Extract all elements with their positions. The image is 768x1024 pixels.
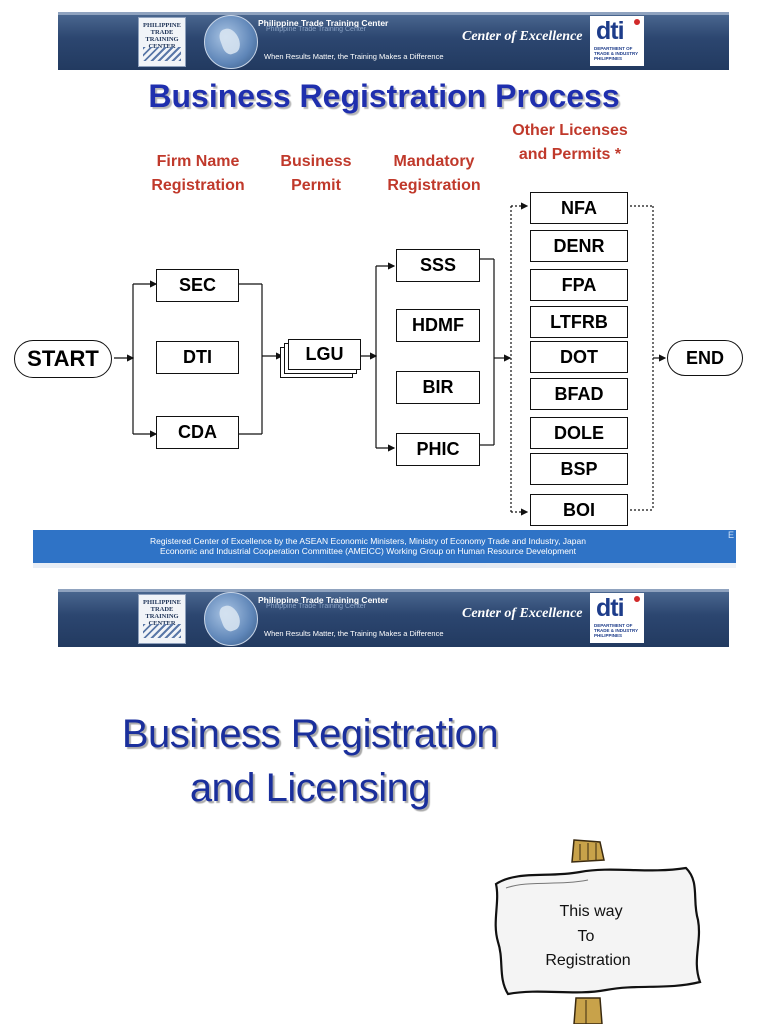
end-node: END — [667, 340, 743, 376]
dti-logo-2: dti DEPARTMENT OF TRADE & INDUSTRY PHILI… — [590, 593, 644, 643]
footer-ghost: E — [727, 530, 734, 540]
header-banner-top: PHILIPPINE TRADE TRAINING CENTER Philipp… — [58, 12, 729, 70]
org-name-ghost: Philippine Trade Training Center — [266, 26, 367, 33]
sign-board-curl — [505, 879, 589, 889]
agency-bsp: BSP — [530, 453, 628, 485]
heading-business-permit-line1: Business — [280, 153, 352, 170]
org-name: Philippine Trade Training Center — [258, 18, 389, 28]
sign-text-line3: Registration — [545, 952, 630, 969]
footer-faded-band — [33, 563, 736, 568]
agency-sss: SSS — [396, 249, 480, 282]
ptc-logo-2-wave — [143, 624, 181, 638]
dti-logo-2-sub: DEPARTMENT OF TRADE & INDUSTRY PHILIPPIN… — [594, 623, 639, 638]
agency-dot: DOT — [530, 341, 628, 373]
slide2-title-line2: and Licensing — [189, 766, 431, 810]
banner-stripe — [58, 12, 729, 15]
footer-line1: Registered Center of Excellence by the A… — [150, 536, 586, 546]
sign-text-line1: This way — [559, 903, 622, 920]
heading-firm-name-line2: Registration — [151, 177, 245, 194]
agency-boi: BOI — [530, 494, 628, 526]
banner2-stripe — [58, 589, 729, 592]
dti-logo-sub: DEPARTMENT OF TRADE & INDUSTRY PHILIPPIN… — [594, 46, 639, 61]
agency-bir: BIR — [396, 371, 480, 404]
start-node: START — [14, 340, 112, 378]
heading-business-permit-line2: Permit — [291, 177, 341, 194]
ptc-logo-2: PHILIPPINE TRADE TRAINING CENTER — [138, 594, 186, 644]
this-way-sign-image: This way To Registration — [494, 839, 702, 1024]
heading-mandatory-line2: Registration — [387, 177, 481, 194]
agency-denr: DENR — [530, 230, 628, 262]
center-of-excellence-2: Center of Excellence — [462, 606, 583, 621]
sign-post-bottom — [573, 997, 603, 1024]
agency-lgu: LGU — [288, 339, 361, 370]
sign-board — [494, 866, 702, 996]
agency-hdmf: HDMF — [396, 309, 480, 342]
heading-firm-name: Firm Name Registration — [128, 150, 268, 198]
agency-ltfrb: LTFRB — [530, 306, 628, 338]
heading-other-line1: Other Licenses — [512, 122, 628, 139]
center-of-excellence: Center of Excellence — [462, 29, 583, 44]
slide2-title: Business Registration and Licensing — [40, 707, 580, 815]
heading-mandatory-line1: Mandatory — [393, 153, 475, 170]
heading-mandatory: Mandatory Registration — [372, 150, 496, 198]
footer-strip: Registered Center of Excellence by the A… — [33, 530, 736, 563]
ptc-logo-2-text: PHILIPPINE TRADE TRAINING CENTER — [143, 599, 181, 627]
globe-icon — [204, 15, 258, 69]
agency-sec: SEC — [156, 269, 239, 302]
flow-connectors — [114, 202, 667, 516]
dti-logo-2-dot — [634, 596, 640, 602]
agency-dti: DTI — [156, 341, 239, 374]
sign-text-line2: To — [578, 928, 595, 945]
agency-nfa: NFA — [530, 192, 628, 224]
org-name-2: Philippine Trade Training Center — [258, 595, 389, 605]
agency-cda: CDA — [156, 416, 239, 449]
org-name-ghost-2: Philippine Trade Training Center — [266, 603, 367, 610]
tagline-2: When Results Matter, the Training Makes … — [264, 629, 444, 638]
tagline: When Results Matter, the Training Makes … — [264, 52, 444, 61]
globe-icon-2 — [204, 592, 258, 646]
agency-fpa: FPA — [530, 269, 628, 301]
agency-phic: PHIC — [396, 433, 480, 466]
header-banner-second: PHILIPPINE TRADE TRAINING CENTER Philipp… — [58, 589, 729, 647]
dti-logo-2-word: dti — [596, 594, 625, 622]
agency-bfad: BFAD — [530, 378, 628, 410]
heading-other-licenses: Other Licenses and Permits * — [500, 119, 640, 167]
footer-text: Registered Center of Excellence by the A… — [33, 536, 703, 556]
heading-firm-name-line1: Firm Name — [156, 153, 240, 170]
slide1-title: Business Registration Process — [148, 78, 620, 114]
dti-logo-word: dti — [596, 17, 625, 45]
dti-logo: dti DEPARTMENT OF TRADE & INDUSTRY PHILI… — [590, 16, 644, 66]
ptc-logo-text: PHILIPPINE TRADE TRAINING CENTER — [143, 22, 181, 50]
ptc-logo: PHILIPPINE TRADE TRAINING CENTER — [138, 17, 186, 67]
heading-other-line2: and Permits * — [518, 146, 622, 163]
ptc-logo-wave — [143, 47, 181, 61]
slide2-title-line1: Business Registration — [121, 712, 499, 756]
agency-dole: DOLE — [530, 417, 628, 449]
dti-logo-dot — [634, 19, 640, 25]
globe-2-land — [217, 602, 243, 634]
heading-business-permit: Business Permit — [266, 150, 366, 198]
footer-line2: Economic and Industrial Cooperation Comm… — [159, 546, 577, 556]
